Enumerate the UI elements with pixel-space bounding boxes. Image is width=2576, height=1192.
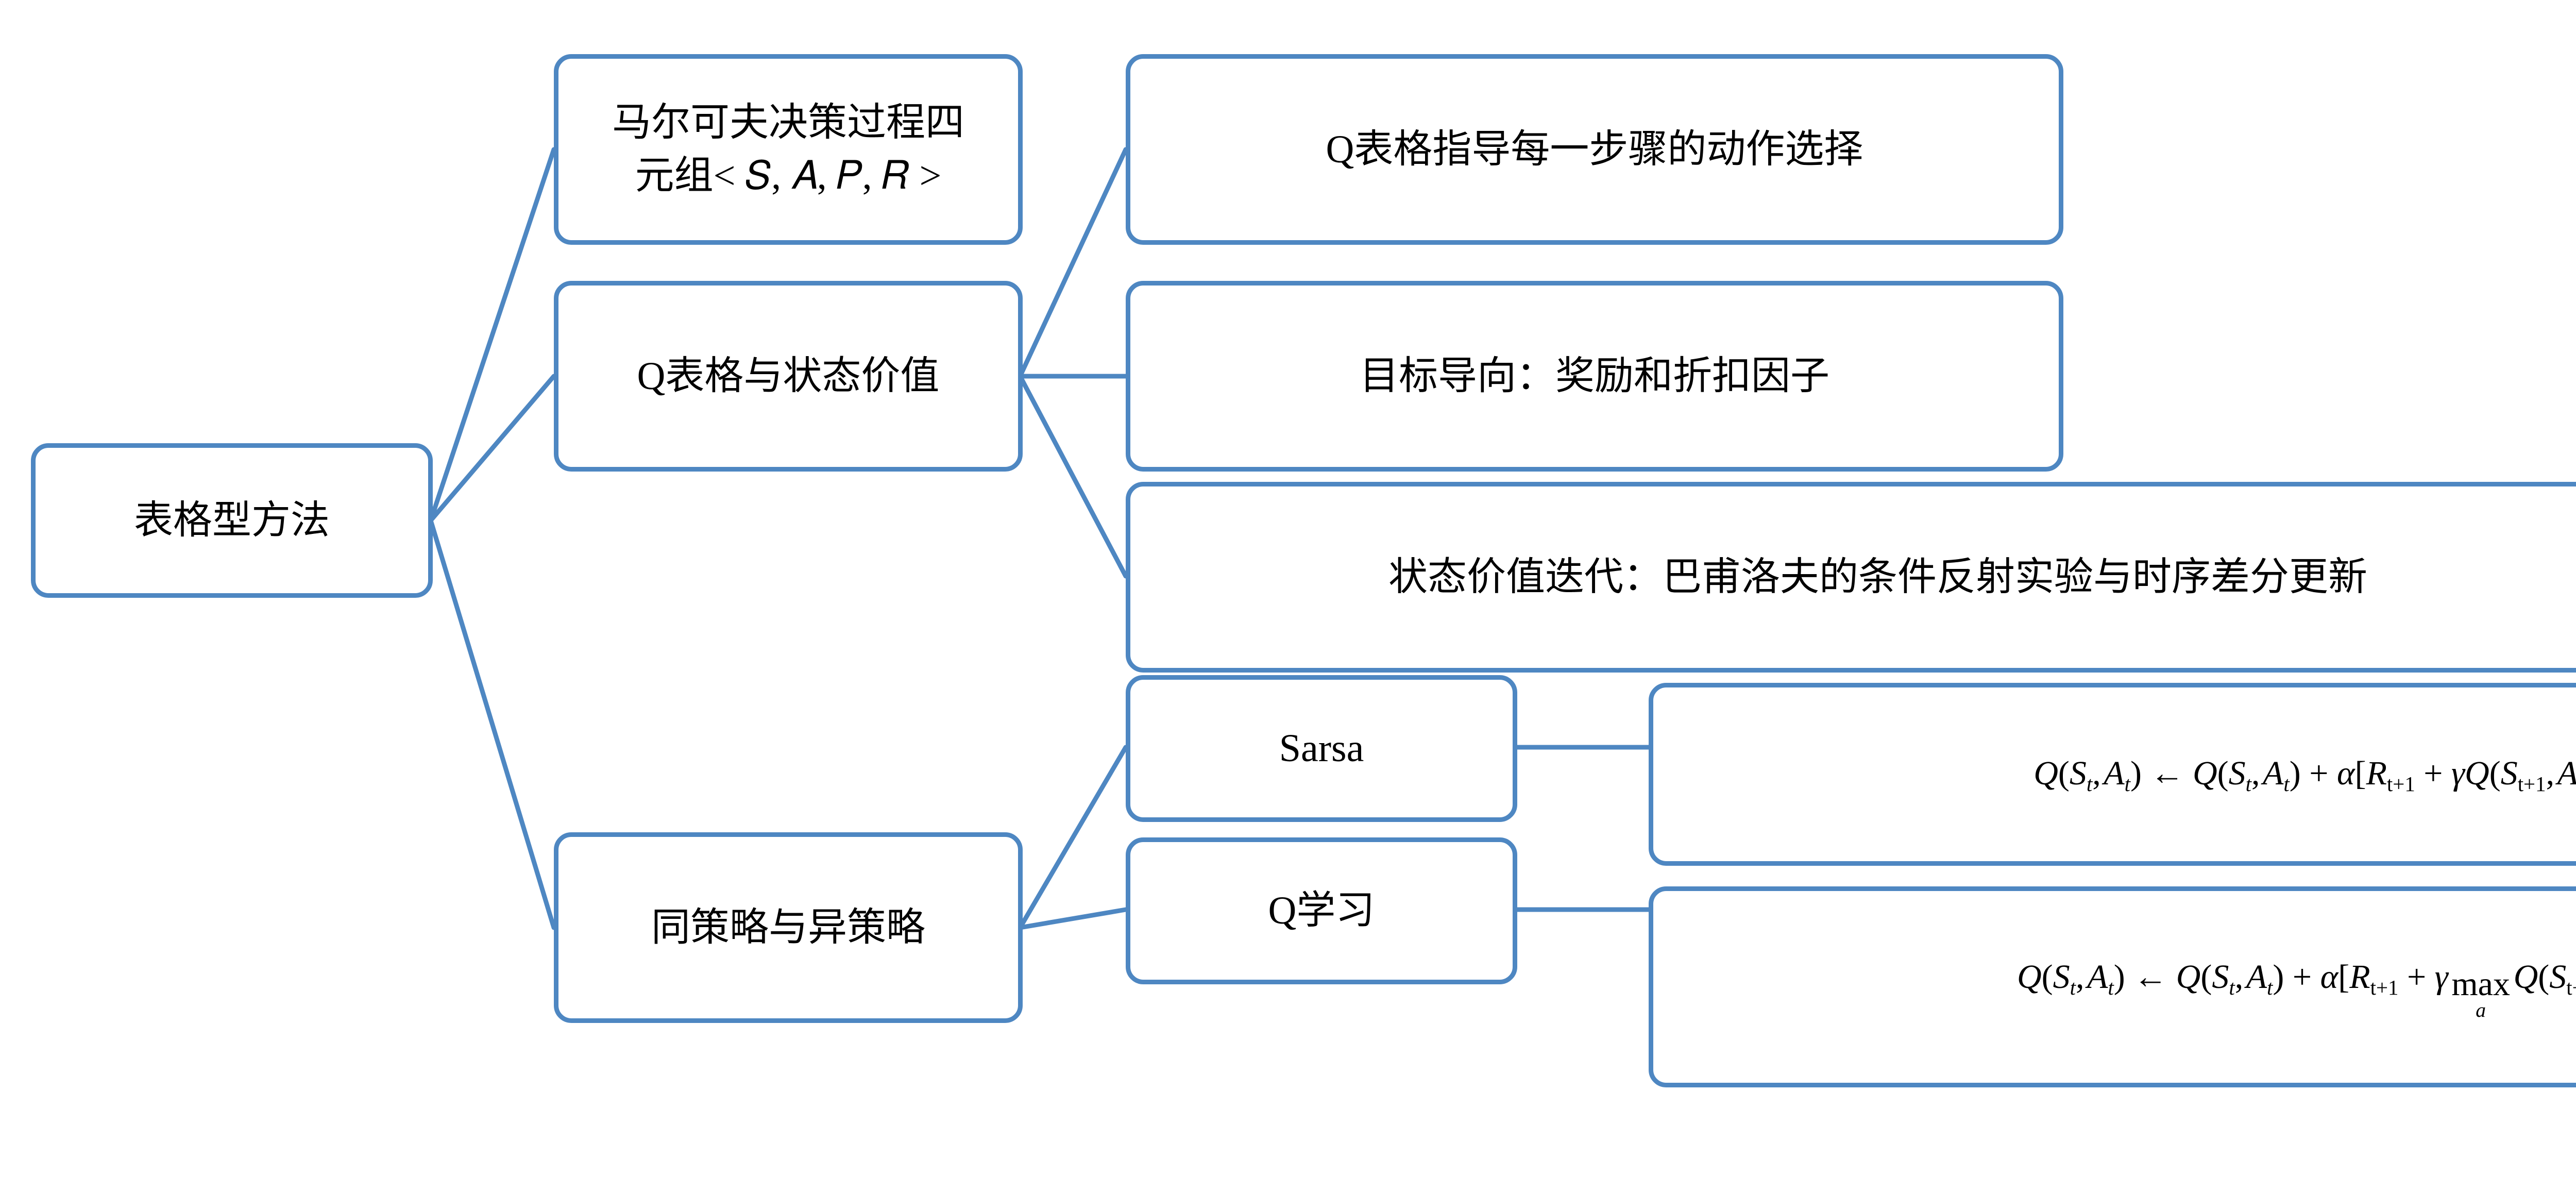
node-sarsa-label: Sarsa <box>1279 727 1364 770</box>
node-qlearning[interactable]: Q学习 <box>1126 837 1517 984</box>
node-mdp-label-line1: 马尔可夫决策过程四 <box>612 101 964 145</box>
connector-root-to-policy <box>428 518 556 930</box>
sarsa-formula-text: Q(St, At) ← Q(St, At) + α[Rt+1 + γQ(St+1… <box>2033 754 2576 796</box>
connector-root-to-qtable <box>428 374 556 523</box>
node-sarsa[interactable]: Sarsa <box>1126 675 1517 822</box>
node-root[interactable]: 表格型方法 <box>31 443 433 598</box>
connector-policy-to-qlearning <box>1018 907 1128 930</box>
node-sarsa-formula[interactable]: Q(St, At) ← Q(St, At) + α[Rt+1 + γQ(St+1… <box>1649 683 2576 866</box>
connector-root-to-mdp <box>428 147 556 523</box>
connector-policy-to-sarsa <box>1018 745 1128 930</box>
node-policy-label: 同策略与异策略 <box>651 905 925 949</box>
node-qlearning-label: Q学习 <box>1268 889 1375 933</box>
node-action-selection-label: Q表格指导每一步骤的动作选择 <box>1326 127 1863 171</box>
node-action-selection[interactable]: Q表格指导每一步骤的动作选择 <box>1126 54 2063 245</box>
node-policy[interactable]: 同策略与异策略 <box>554 832 1023 1023</box>
node-value-iteration[interactable]: 状态价值迭代：巴甫洛夫的条件反射实验与时序差分更新 <box>1126 482 2576 673</box>
node-mdp-label-line2: 元组< 𝑆, 𝐴, 𝑃, 𝑅 > <box>635 154 942 197</box>
connector-qtable-to-action-selection <box>1018 147 1128 379</box>
node-qtable[interactable]: Q表格与状态价值 <box>554 281 1023 472</box>
connector-qtable-to-value-iteration <box>1018 374 1128 579</box>
node-root-label: 表格型方法 <box>134 498 330 542</box>
node-qtable-label: Q表格与状态价值 <box>637 354 940 398</box>
node-value-iteration-label: 状态价值迭代：巴甫洛夫的条件反射实验与时序差分更新 <box>1388 555 2367 599</box>
node-mdp[interactable]: 马尔可夫决策过程四 元组< 𝑆, 𝐴, 𝑃, 𝑅 > <box>554 54 1023 245</box>
node-goal-oriented[interactable]: 目标导向：奖励和折扣因子 <box>1126 281 2063 472</box>
node-goal-oriented-label: 目标导向：奖励和折扣因子 <box>1360 354 1829 398</box>
